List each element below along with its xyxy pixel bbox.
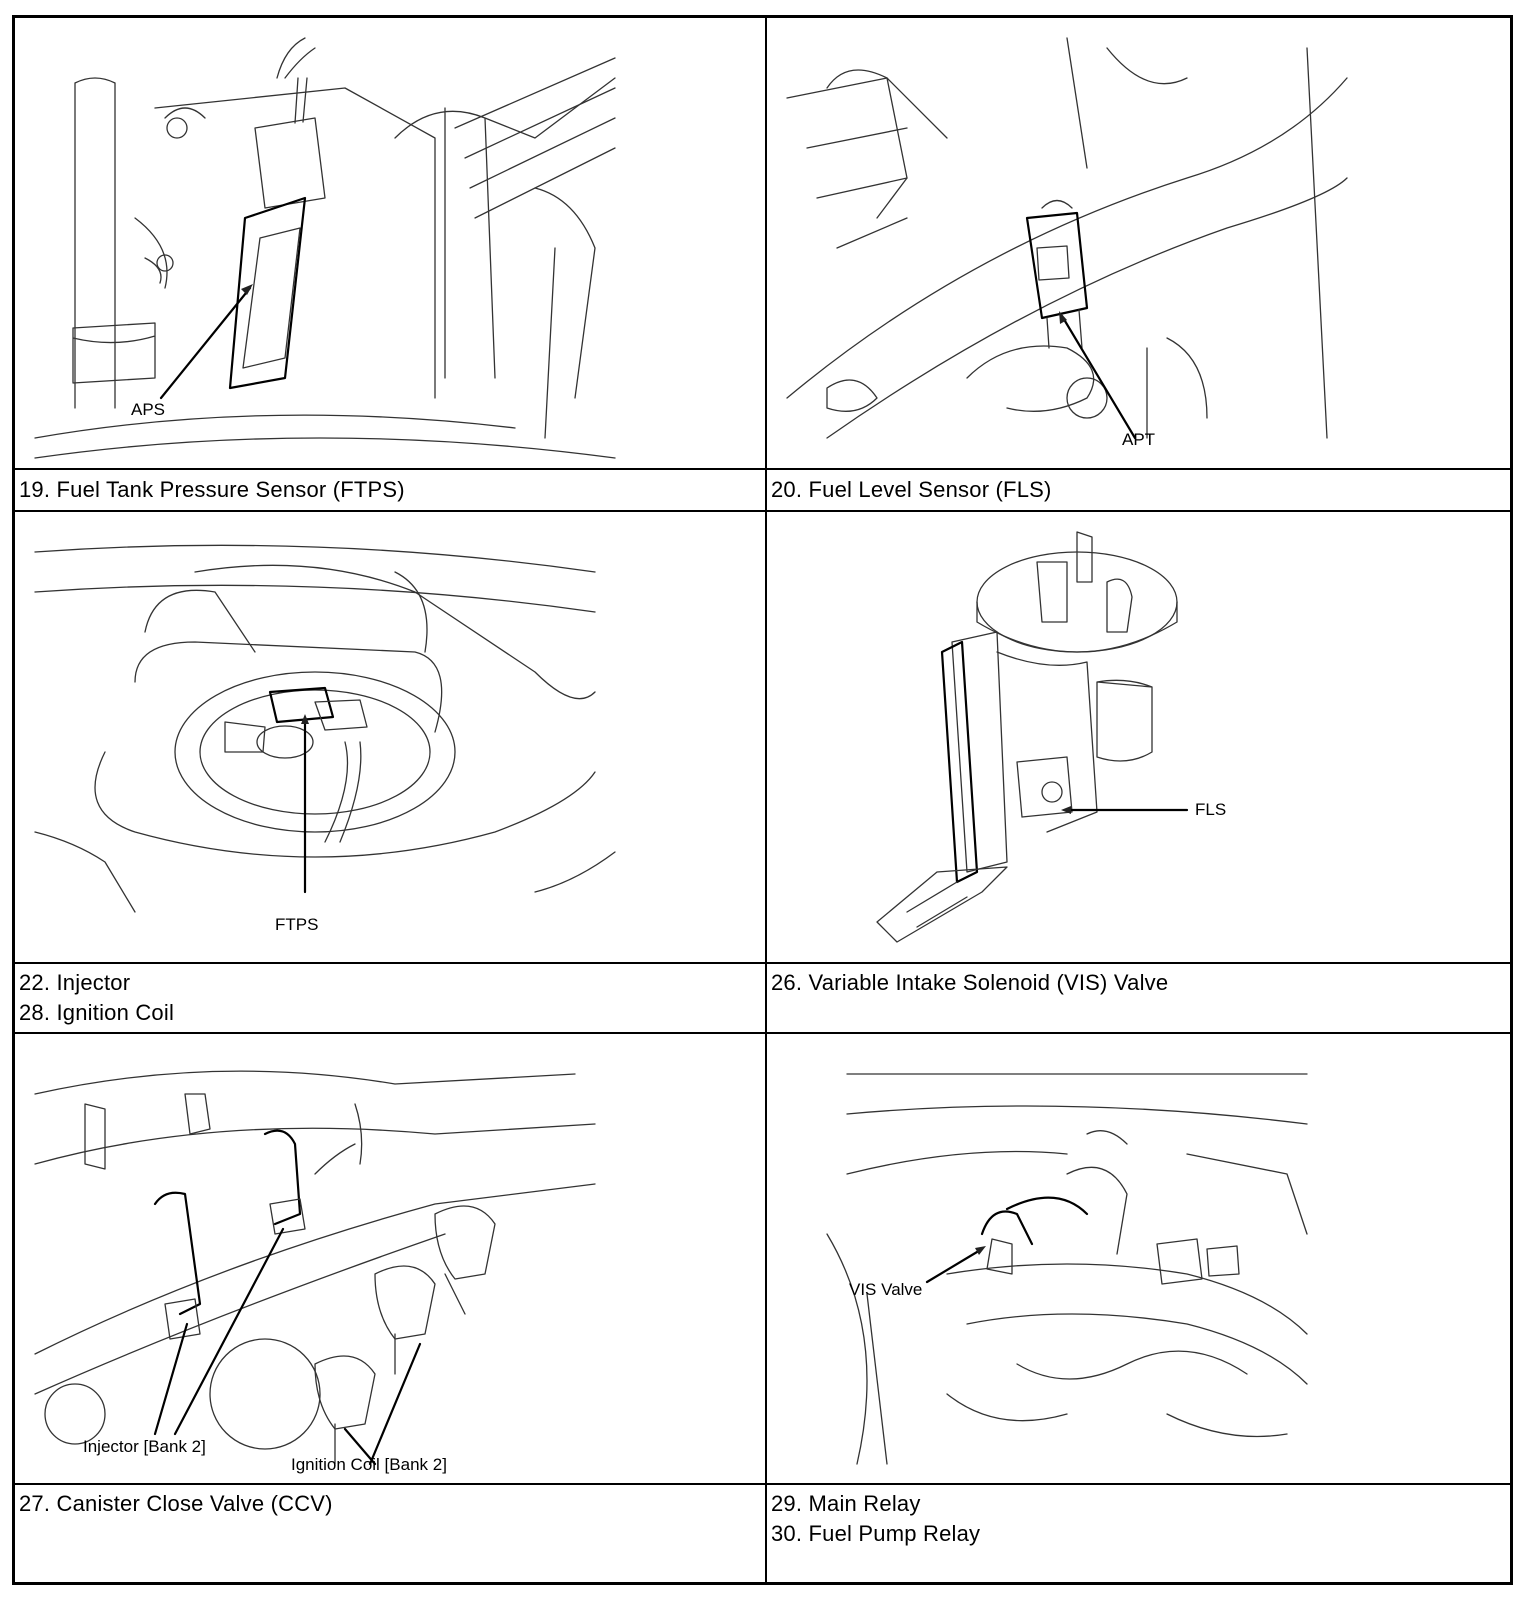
row-divider	[15, 1483, 1510, 1485]
illustration-apt: APT	[767, 18, 1515, 468]
column-divider	[765, 18, 767, 1582]
row-divider	[15, 468, 1510, 470]
callout-label: FLS	[1195, 800, 1227, 819]
caption-cell: 19. Fuel Tank Pressure Sensor (FTPS)	[19, 475, 405, 505]
callout-label: APS	[131, 400, 166, 419]
callout-label: FTPS	[275, 915, 319, 934]
callout-label: APT	[1122, 430, 1156, 449]
caption-cell: 27. Canister Close Valve (CCV)	[19, 1489, 333, 1519]
row-divider	[15, 510, 1510, 512]
caption-line: 20. Fuel Level Sensor (FLS)	[771, 477, 1052, 502]
row-divider	[15, 1032, 1510, 1034]
illustration-fls: FLS	[767, 512, 1515, 962]
illustration-injector-coil: Injector [Bank 2] Ignition Coil [Bank 2]	[15, 1034, 765, 1483]
caption-cell: 26. Variable Intake Solenoid (VIS) Valve	[771, 968, 1168, 998]
caption-line: 19. Fuel Tank Pressure Sensor (FTPS)	[19, 477, 405, 502]
caption-line: 29. Main Relay	[771, 1491, 921, 1516]
callout-label: Injector [Bank 2]	[83, 1437, 206, 1456]
caption-cell: 22. Injector 28. Ignition Coil	[19, 968, 174, 1028]
illustration-aps: APS	[15, 18, 765, 468]
caption-line: 28. Ignition Coil	[19, 1000, 175, 1025]
callout-label: VIS Valve	[849, 1280, 923, 1299]
illustration-ftps: FTPS	[15, 512, 765, 962]
caption-line: 22. Injector	[19, 970, 131, 995]
row-divider	[15, 962, 1510, 964]
caption-line: 26. Variable Intake Solenoid (VIS) Valve	[771, 970, 1169, 995]
table-grid	[15, 18, 1510, 1582]
caption-line: 27. Canister Close Valve (CCV)	[19, 1491, 333, 1516]
caption-line: 30. Fuel Pump Relay	[771, 1521, 981, 1546]
caption-cell: 29. Main Relay 30. Fuel Pump Relay	[771, 1489, 980, 1549]
illustration-vis-valve: VIS Valve	[767, 1034, 1515, 1483]
caption-cell: 20. Fuel Level Sensor (FLS)	[771, 475, 1052, 505]
document-frame: APS APT 19. Fuel Tank Pressure Sensor (F…	[12, 15, 1513, 1585]
callout-label: Ignition Coil [Bank 2]	[291, 1455, 447, 1474]
